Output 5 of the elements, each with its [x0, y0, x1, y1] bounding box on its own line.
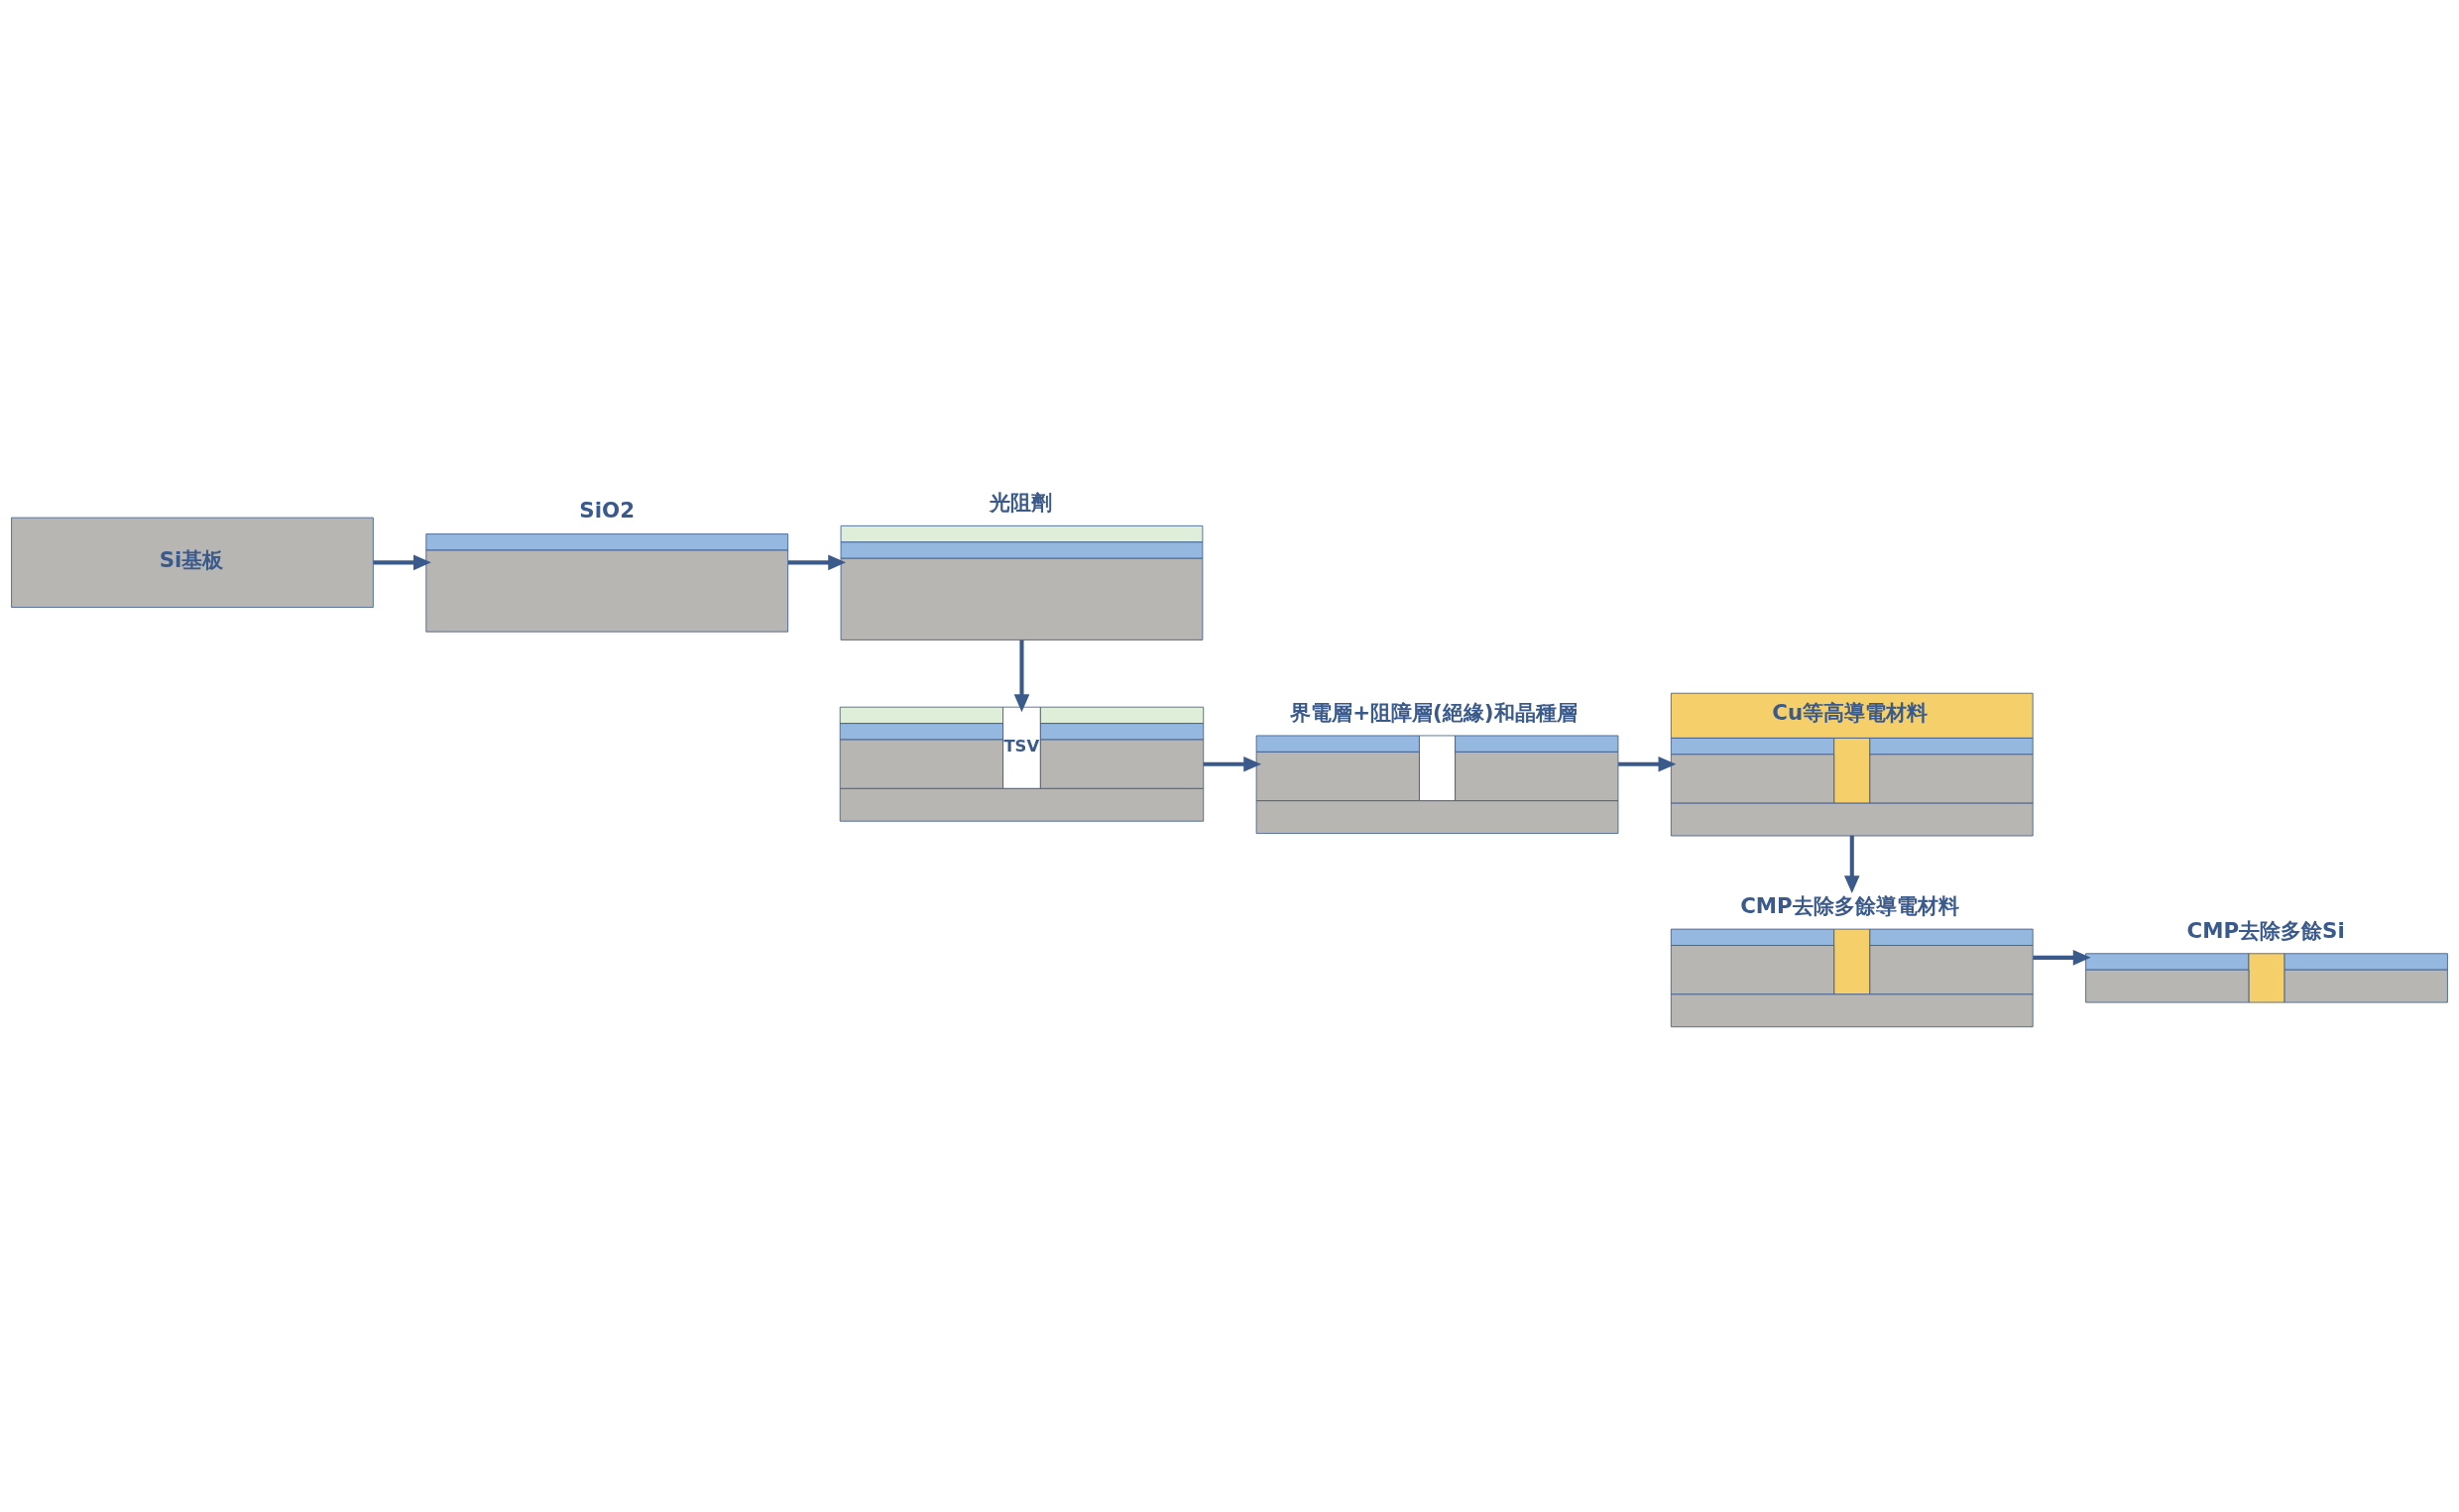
node-label: SiO2 — [579, 498, 636, 523]
node-label: 光阻劑 — [990, 490, 1053, 516]
node-label: CMP去除多餘導電材料 — [1740, 892, 1959, 918]
node-label: CMP去除多餘Si — [2186, 917, 2345, 943]
node-label: 界電層+阻障層(絕緣)和晶種層 — [1290, 699, 1578, 725]
